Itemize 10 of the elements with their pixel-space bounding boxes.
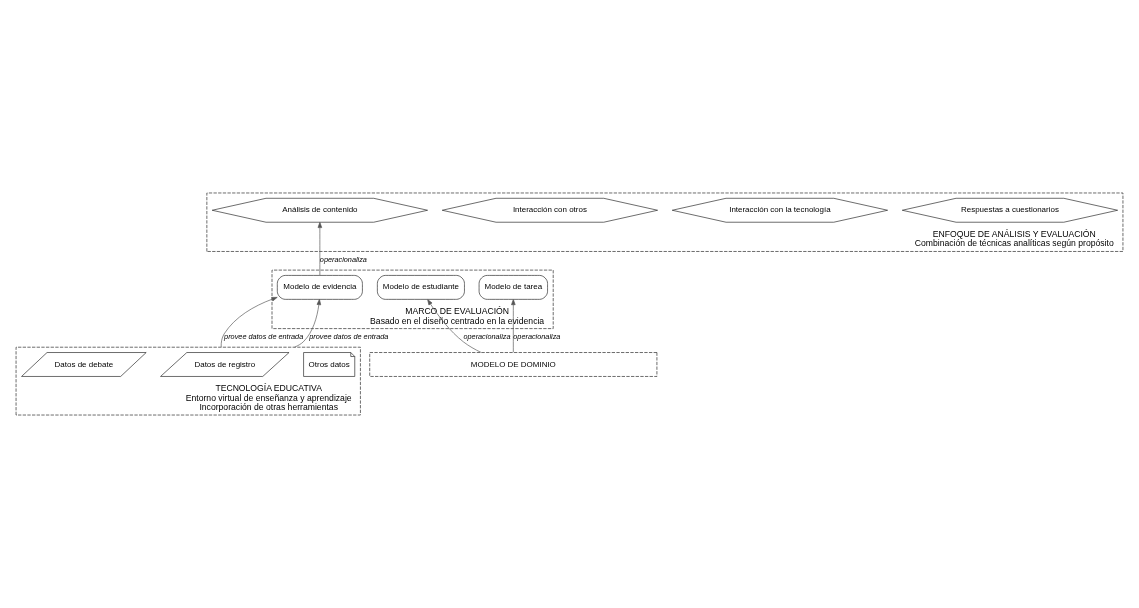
edge-label: provee datos de entrada: [309, 332, 389, 342]
arrow: [511, 299, 516, 353]
arrow: [317, 221, 323, 276]
edge-label: operacionaliza: [513, 332, 561, 342]
arrow: [220, 297, 278, 348]
arrow: [427, 299, 482, 353]
arrow: [294, 299, 322, 348]
edge-label: operacionaliza: [463, 332, 511, 342]
edge-label: provee datos de entrada: [224, 332, 304, 342]
edge-label: operacionaliza: [319, 254, 367, 264]
